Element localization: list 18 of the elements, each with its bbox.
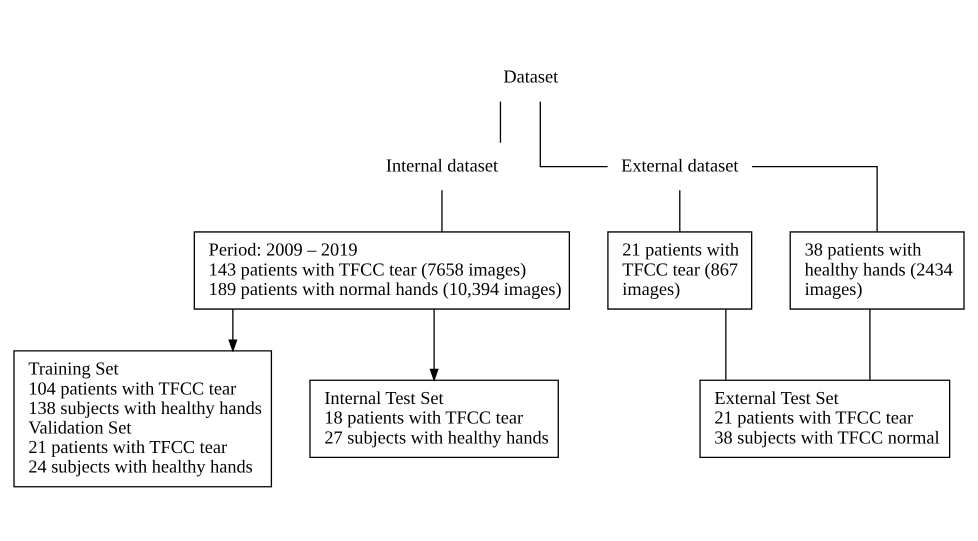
connector (752, 166, 878, 232)
arrow (228, 309, 238, 353)
node-box: 21 patients with TFCC tear (867 images) (607, 231, 752, 310)
node-text: External dataset (621, 155, 738, 176)
node-box: 38 patients with healthy hands (2434 images) (790, 231, 965, 310)
connector (540, 102, 608, 168)
node-box: External Test Set 21 patients with TFCC tear 38 subjects with TFCC normal (699, 380, 950, 458)
connector (441, 190, 443, 232)
arrow (430, 309, 439, 382)
node-text: Dataset (503, 66, 558, 87)
node-text: Internal dataset (386, 155, 498, 176)
connector (500, 102, 502, 143)
node-box: Training Set 104 patients with TFCC tear 138 subjects with healthy hands Validation Set 21 patients with TFCC tear 24 subjects with healthy hands (13, 350, 272, 488)
node-box: Period: 2009 – 2019 143 patients with TFCC tear (7658 images) 189 patients with normal hands (10,394 images) (194, 231, 570, 310)
node-box: Internal Test Set 18 patients with TFCC tear 27 subjects with healthy hands (309, 380, 559, 458)
connector (869, 309, 871, 380)
connector (725, 309, 726, 380)
connector (679, 190, 680, 232)
